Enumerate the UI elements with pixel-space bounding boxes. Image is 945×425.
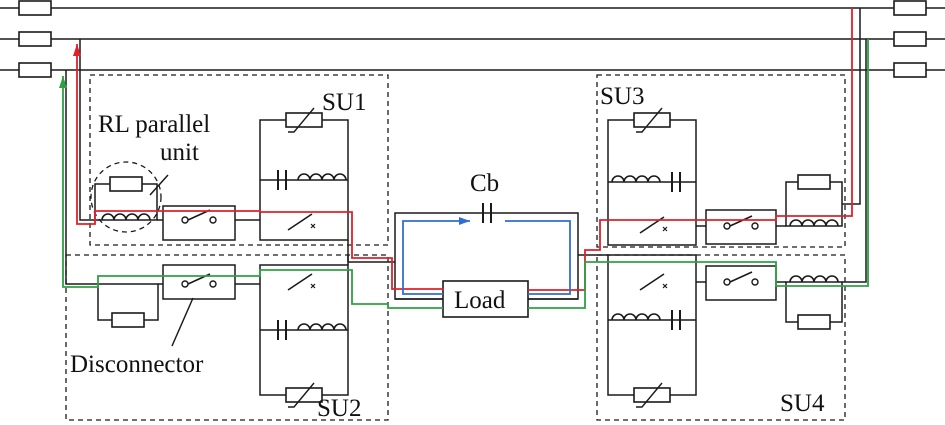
resistor-icon: [18, 0, 52, 16]
rl-unit-label-line1: RL parallel: [98, 111, 210, 138]
su1-label: SU1: [322, 89, 366, 116]
inductor-icon: [789, 219, 839, 227]
resistor-icon: [18, 62, 52, 78]
disconnector-label: Disconnector: [70, 351, 204, 378]
red-current-path: [76, 8, 853, 291]
inductor-icon: [101, 213, 151, 221]
wiring: [65, 8, 867, 396]
breaker-icon: [287, 213, 316, 231]
resistor-icon: [893, 62, 927, 78]
components: [101, 107, 839, 408]
labels: SU1 SU2 SU3 SU4 RL parallel unit Cb Load…: [70, 83, 825, 422]
resistor-icon: [893, 31, 927, 47]
su3-label: SU3: [600, 83, 644, 110]
resistor-icon: [109, 176, 143, 192]
load-box: [442, 280, 529, 318]
resistor-icon: [797, 174, 831, 190]
su4-label: SU4: [780, 390, 825, 417]
blue-current-path: [402, 220, 571, 295]
rl-unit-highlight: [90, 161, 162, 233]
green-current-path: [62, 39, 869, 309]
inductor-icon: [611, 313, 661, 321]
inductor-icon: [297, 173, 347, 181]
su2-label: SU2: [317, 395, 361, 422]
breaker-icon: [287, 273, 316, 291]
resistor-icon: [797, 314, 831, 330]
arrow-icon: [73, 44, 81, 56]
inductor-icon: [297, 323, 347, 331]
rl-unit-label-line2: unit: [160, 139, 199, 166]
varistor-icon: [285, 107, 323, 133]
inductor-icon: [789, 275, 839, 283]
arrow-icon: [459, 217, 470, 225]
switch-icon: [723, 215, 759, 230]
varistor-icon: [633, 107, 671, 133]
varistor-icon: [633, 382, 671, 408]
load-label: Load: [454, 287, 506, 314]
resistor-icon: [893, 0, 927, 16]
su1-box: [89, 74, 389, 246]
breaker-icon: [639, 273, 668, 291]
resistor-icon: [18, 31, 52, 47]
inductor-icon: [611, 175, 661, 183]
resistor-icon: [111, 312, 145, 328]
arrow-icon: [59, 76, 67, 88]
cb-label: Cb: [470, 170, 499, 197]
su2-box: [65, 254, 389, 421]
su3-box: [596, 74, 846, 248]
bus-lines: [0, 7, 945, 71]
switch-icon: [181, 209, 217, 224]
switch-icon: [723, 271, 759, 286]
su-boxes: [65, 74, 846, 421]
